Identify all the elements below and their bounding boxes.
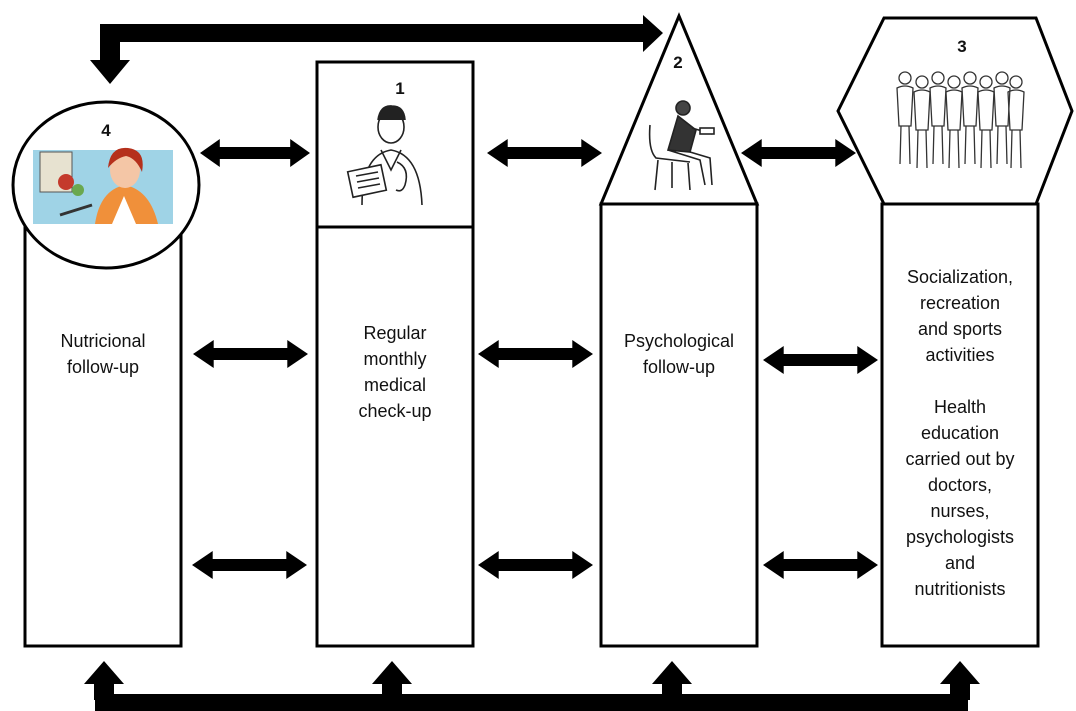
arrow-1-2-mid <box>478 340 593 368</box>
arrow-2-3-mid <box>763 346 878 374</box>
arrow-1-2-bottom <box>478 551 593 579</box>
person-body <box>945 89 963 131</box>
top-feedback-arrow <box>90 15 663 84</box>
psychological-column-box <box>599 202 759 648</box>
person-body <box>977 89 995 131</box>
column-nutritional <box>11 100 201 648</box>
person-legs <box>932 125 944 165</box>
person-body <box>1007 89 1025 131</box>
doctor-icon <box>346 105 423 206</box>
person-head <box>979 75 993 89</box>
column-socialization <box>836 16 1074 648</box>
person-head <box>947 75 961 89</box>
person-head <box>931 71 945 85</box>
person-legs <box>1010 129 1022 169</box>
horizontal-double-arrows <box>192 139 878 579</box>
column-psychological <box>598 12 760 648</box>
medical-column-box <box>315 225 475 648</box>
medical-square <box>315 60 475 229</box>
socialization-column-box <box>880 202 1040 648</box>
person-body <box>961 85 979 127</box>
person-head <box>995 71 1009 85</box>
arrow-2-3-bottom <box>763 551 878 579</box>
person-body <box>929 85 947 127</box>
person-legs <box>964 125 976 165</box>
column-number-3: 3 <box>957 37 967 56</box>
group-of-people-icon <box>896 71 1025 169</box>
person-legs <box>899 125 911 165</box>
arrow-4-1-top <box>200 139 310 167</box>
arrow-4-1-bottom <box>192 551 307 579</box>
nutritional-column-box <box>23 225 183 648</box>
person-legs <box>948 129 960 169</box>
bottom-connector-arrows <box>84 661 980 711</box>
column-number-1: 1 <box>395 79 405 98</box>
nutritionist-icon <box>33 147 173 224</box>
column-number-2: 2 <box>673 53 683 72</box>
person-head <box>915 75 929 89</box>
arrow-1-2-top <box>487 139 602 167</box>
person-legs <box>916 129 928 169</box>
socialization-hexagon <box>836 16 1074 206</box>
person-head <box>963 71 977 85</box>
arrow-2-3-top <box>741 139 856 167</box>
person-body <box>896 85 914 127</box>
column-number-4: 4 <box>101 121 111 140</box>
person-head <box>898 71 912 85</box>
person-legs <box>996 125 1008 165</box>
person-legs <box>980 129 992 169</box>
person-body <box>913 89 931 131</box>
psychologist-icon <box>648 100 715 191</box>
person-body <box>993 85 1011 127</box>
person-head <box>1009 75 1023 89</box>
column-medical <box>315 60 475 648</box>
arrow-4-1-mid <box>193 340 308 368</box>
